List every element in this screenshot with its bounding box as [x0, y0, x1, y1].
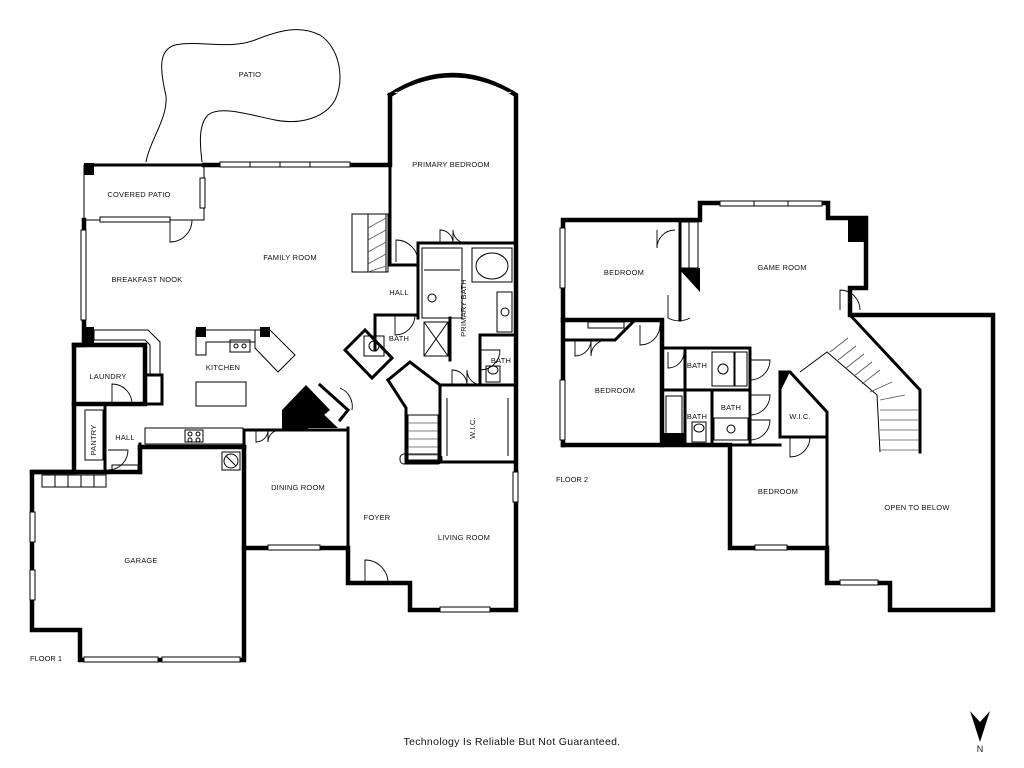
floor-1-plan: PATIO COVERED PATIO PRIMARY BEDROOM FAMI…: [29, 29, 519, 663]
room-label-patio: PATIO: [239, 70, 261, 79]
room-label-bedroom-3: BEDROOM: [758, 487, 798, 496]
room-label-foyer: FOYER: [364, 513, 391, 522]
room-label-bath: BATH: [389, 334, 409, 343]
north-label: N: [977, 744, 984, 754]
disclaimer-text: Technology Is Reliable But Not Guarantee…: [404, 736, 621, 748]
room-label-covered-patio: COVERED PATIO: [107, 190, 170, 199]
floor-2-label: FLOOR 2: [556, 475, 588, 484]
room-label-kitchen: KITCHEN: [206, 363, 240, 372]
room-label-living-room: LIVING ROOM: [438, 533, 490, 542]
room-label-primary-bath: PRIMARY BATH: [459, 279, 468, 337]
room-label-laundry: LAUNDRY: [89, 372, 126, 381]
room-label-pantry: PANTRY: [89, 425, 98, 456]
room-label-primary-bedroom: PRIMARY BEDROOM: [412, 160, 490, 169]
room-label-hall-upper: HALL: [389, 288, 409, 297]
room-label-dining-room: DINING ROOM: [271, 483, 325, 492]
room-label-game-room: GAME ROOM: [757, 263, 806, 272]
floor-2-plan: BEDROOM GAME ROOM BEDROOM BATH BATH BATH…: [556, 200, 996, 613]
room-label-garage: GARAGE: [124, 556, 157, 565]
room-label-open-to-below: OPEN TO BELOW: [884, 503, 950, 512]
room-label-bedroom-2: BEDROOM: [595, 386, 635, 395]
room-label-bath-3: BATH: [721, 403, 741, 412]
room-label-breakfast-nook: BREAKFAST NOOK: [111, 275, 182, 284]
room-label-wic: W.I.C.: [468, 417, 477, 439]
north-arrow-icon: [970, 711, 990, 742]
room-label-family-room: FAMILY ROOM: [263, 253, 317, 262]
floor-1-label: FLOOR 1: [30, 654, 62, 663]
room-label-wic-2: W.I.C.: [789, 412, 811, 421]
room-label-bath-small: BATH: [491, 356, 511, 365]
room-label-hall-lower: HALL: [115, 433, 135, 442]
room-label-bath-2: BATH: [687, 412, 707, 421]
room-label-bath-1: BATH: [687, 361, 707, 370]
room-label-bedroom-1: BEDROOM: [604, 268, 644, 277]
patio-outline: [145, 29, 341, 163]
